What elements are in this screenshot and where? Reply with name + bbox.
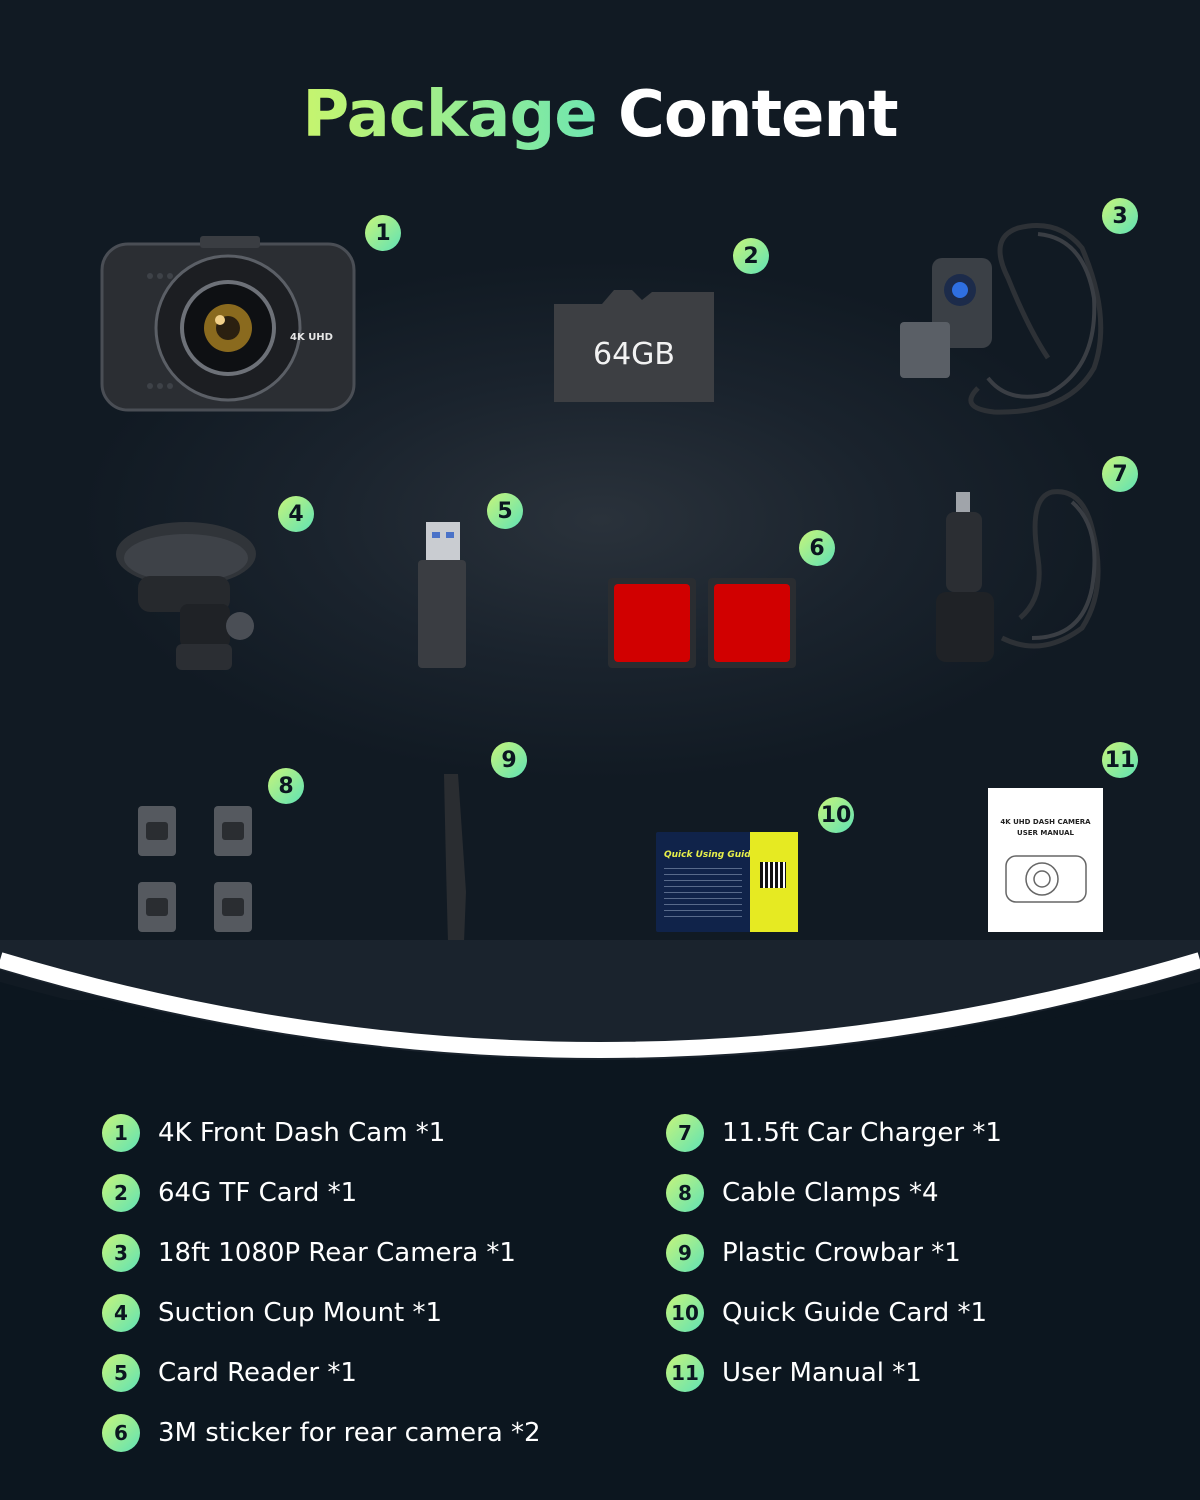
section-divider-curve [0, 940, 1200, 1080]
badge-3: 3 [1102, 198, 1138, 234]
list-item-label: Cable Clamps *4 [722, 1178, 939, 1208]
cable-clamps-image [138, 806, 252, 932]
list-badge: 6 [102, 1414, 140, 1452]
list-item-label: 3M sticker for rear camera *2 [158, 1418, 541, 1448]
list-item-label: 11.5ft Car Charger *1 [722, 1118, 1002, 1148]
sticker-pads-image [608, 578, 796, 668]
car-charger-image [936, 489, 1101, 662]
badge-1: 1 [365, 215, 401, 251]
tf-card-image: 64GB [554, 290, 714, 402]
list-item-8: 8 Cable Clamps *4 [666, 1173, 939, 1213]
badge-10: 10 [818, 797, 854, 833]
list-badge: 4 [102, 1294, 140, 1332]
plastic-crowbar-image [444, 774, 466, 942]
suction-cup-mount-image [116, 522, 256, 670]
page-title: Package Content [0, 78, 1200, 152]
list-item-label: 18ft 1080P Rear Camera *1 [158, 1238, 516, 1268]
qr-code-icon [760, 862, 786, 888]
list-item-label: Suction Cup Mount *1 [158, 1298, 443, 1328]
manual-title: 4K UHD DASH CAMERA [1000, 818, 1091, 826]
badge-6: 6 [799, 530, 835, 566]
list-item-label: User Manual *1 [722, 1358, 922, 1388]
badge-11: 11 [1102, 742, 1138, 778]
list-item-label: Card Reader *1 [158, 1358, 357, 1388]
badge-4: 4 [278, 496, 314, 532]
list-badge: 8 [666, 1174, 704, 1212]
list-item-3: 3 18ft 1080P Rear Camera *1 [102, 1233, 516, 1273]
list-badge: 3 [102, 1234, 140, 1272]
quick-guide-card-title: Quick Using Guide [664, 850, 757, 860]
list-item-label: 64G TF Card *1 [158, 1178, 358, 1208]
card-reader-image [418, 522, 466, 668]
list-item-label: Plastic Crowbar *1 [722, 1238, 961, 1268]
list-item-9: 9 Plastic Crowbar *1 [666, 1233, 961, 1273]
badge-8: 8 [268, 768, 304, 804]
camera-model-label: 4K UHD [290, 332, 333, 343]
list-badge: 5 [102, 1354, 140, 1392]
title-part1: Package [302, 78, 597, 152]
list-item-10: 10 Quick Guide Card *1 [666, 1293, 987, 1333]
list-item-label: Quick Guide Card *1 [722, 1298, 988, 1328]
badge-9: 9 [491, 742, 527, 778]
title-part2: Content [617, 78, 899, 152]
list-badge: 9 [666, 1234, 704, 1272]
manual-subtitle: USER MANUAL [1017, 829, 1074, 837]
list-item-2: 2 64G TF Card *1 [102, 1173, 357, 1213]
badge-2: 2 [733, 238, 769, 274]
badge-5: 5 [487, 493, 523, 529]
user-manual-image: 4K UHD DASH CAMERA USER MANUAL [988, 788, 1103, 932]
list-badge: 11 [666, 1354, 704, 1392]
list-badge: 7 [666, 1114, 704, 1152]
quick-guide-card-image: Quick Using Guide [656, 832, 798, 932]
list-item-4: 4 Suction Cup Mount *1 [102, 1293, 442, 1333]
list-item-7: 7 11.5ft Car Charger *1 [666, 1113, 1002, 1153]
list-badge: 10 [666, 1294, 704, 1332]
badge-7: 7 [1102, 456, 1138, 492]
list-item-6: 6 3M sticker for rear camera *2 [102, 1413, 541, 1453]
tf-card-capacity: 64GB [593, 337, 675, 372]
list-badge: 1 [102, 1114, 140, 1152]
front-dash-cam-image: 4K UHD [100, 236, 356, 412]
list-item-5: 5 Card Reader *1 [102, 1353, 357, 1393]
rear-camera-image [900, 223, 1104, 415]
list-item-1: 1 4K Front Dash Cam *1 [102, 1113, 445, 1153]
list-item-11: 11 User Manual *1 [666, 1353, 922, 1393]
list-item-label: 4K Front Dash Cam *1 [158, 1118, 446, 1148]
list-badge: 2 [102, 1174, 140, 1212]
